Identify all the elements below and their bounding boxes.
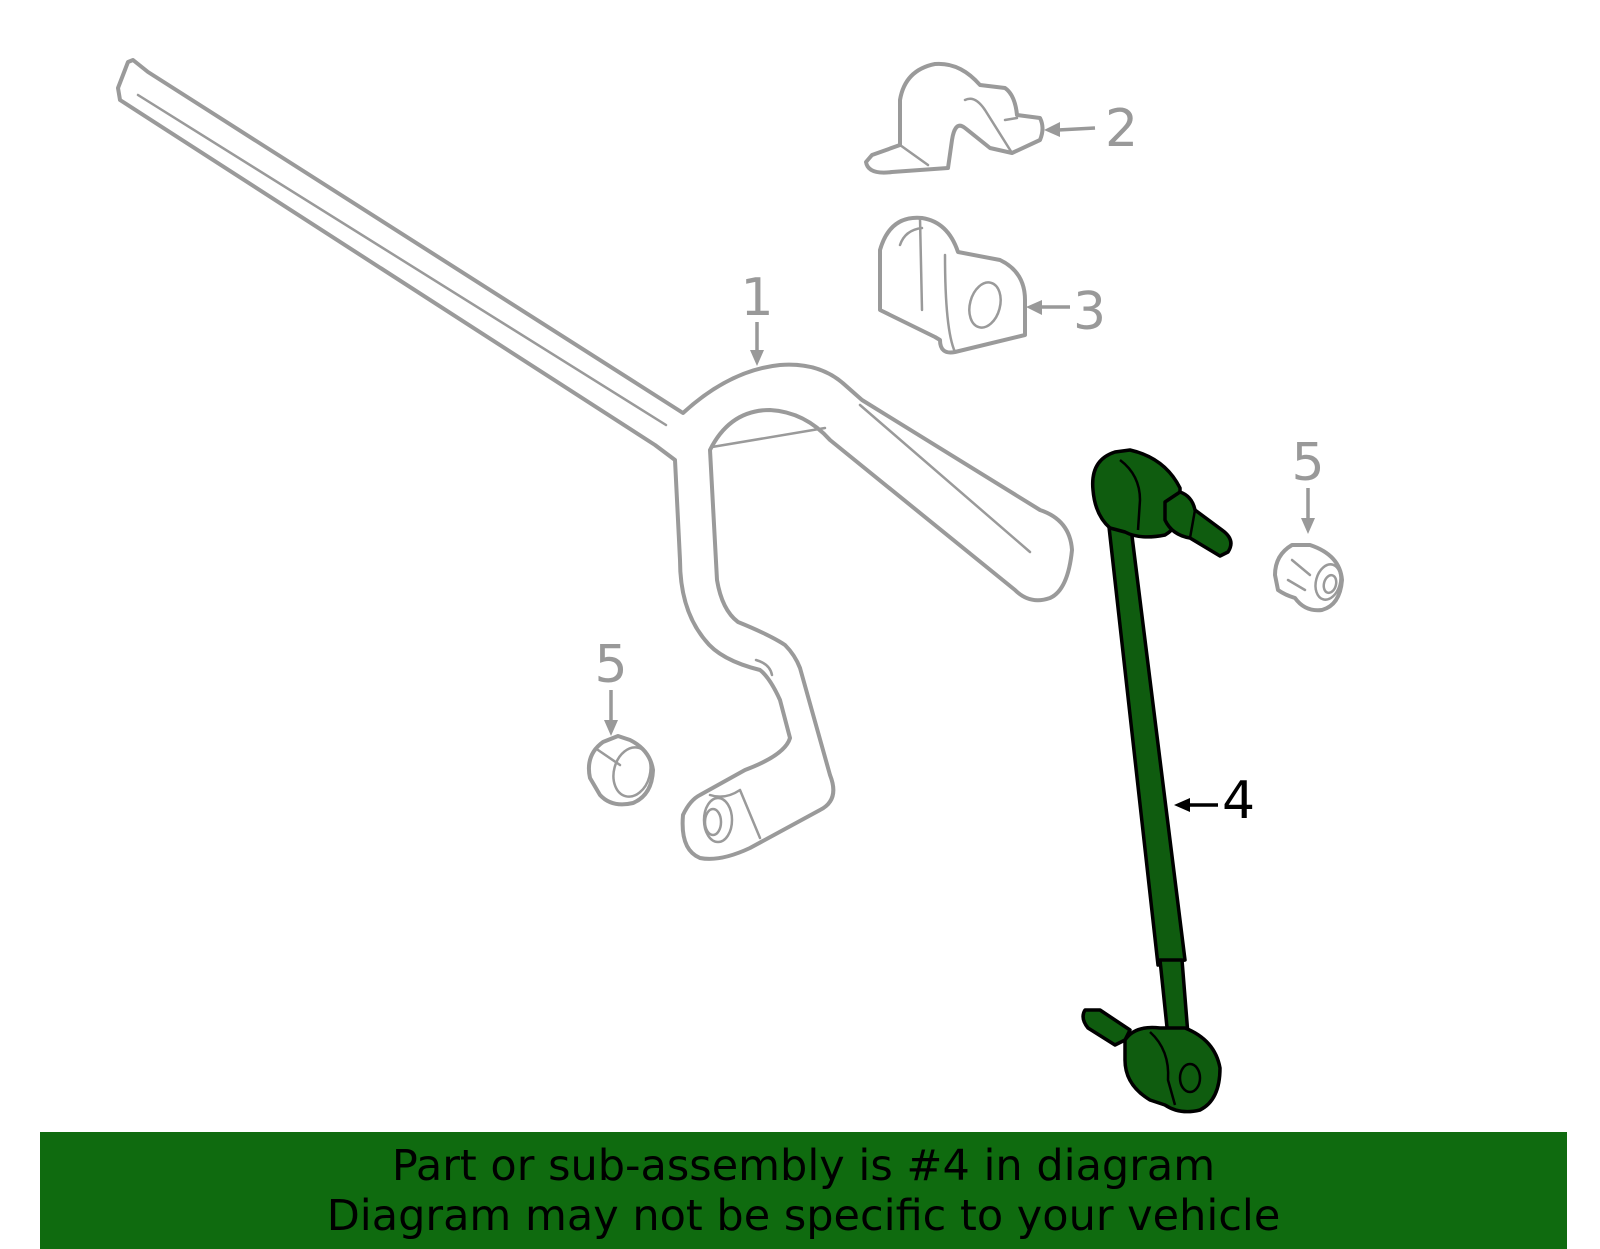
nut-part-left	[586, 734, 655, 807]
bracket-part	[864, 61, 1045, 175]
callout-4-label: 4	[1222, 771, 1255, 831]
callout-4: 4	[1174, 771, 1255, 831]
callout-5-right-label: 5	[1291, 433, 1324, 493]
callout-5-left: 5	[594, 635, 628, 736]
callout-3: 3	[1026, 282, 1106, 342]
info-banner: Part or sub-assembly is #4 in diagram Di…	[40, 1132, 1567, 1249]
bushing-part	[878, 215, 1027, 355]
callout-5-right: 5	[1291, 433, 1325, 534]
stabilizer-bar-part	[116, 58, 1074, 861]
stabilizer-link-part	[1081, 448, 1233, 1114]
callout-2-label: 2	[1105, 99, 1138, 159]
banner-disclaimer-line: Diagram may not be specific to your vehi…	[326, 1190, 1281, 1241]
banner-part-line: Part or sub-assembly is #4 in diagram	[391, 1140, 1216, 1191]
callout-1-label: 1	[740, 268, 773, 328]
nut-part-right	[1273, 543, 1344, 613]
callout-2: 2	[1044, 99, 1138, 159]
callout-5-left-label: 5	[594, 635, 627, 695]
callout-3-label: 3	[1073, 282, 1106, 342]
callout-1: 1	[740, 268, 774, 366]
